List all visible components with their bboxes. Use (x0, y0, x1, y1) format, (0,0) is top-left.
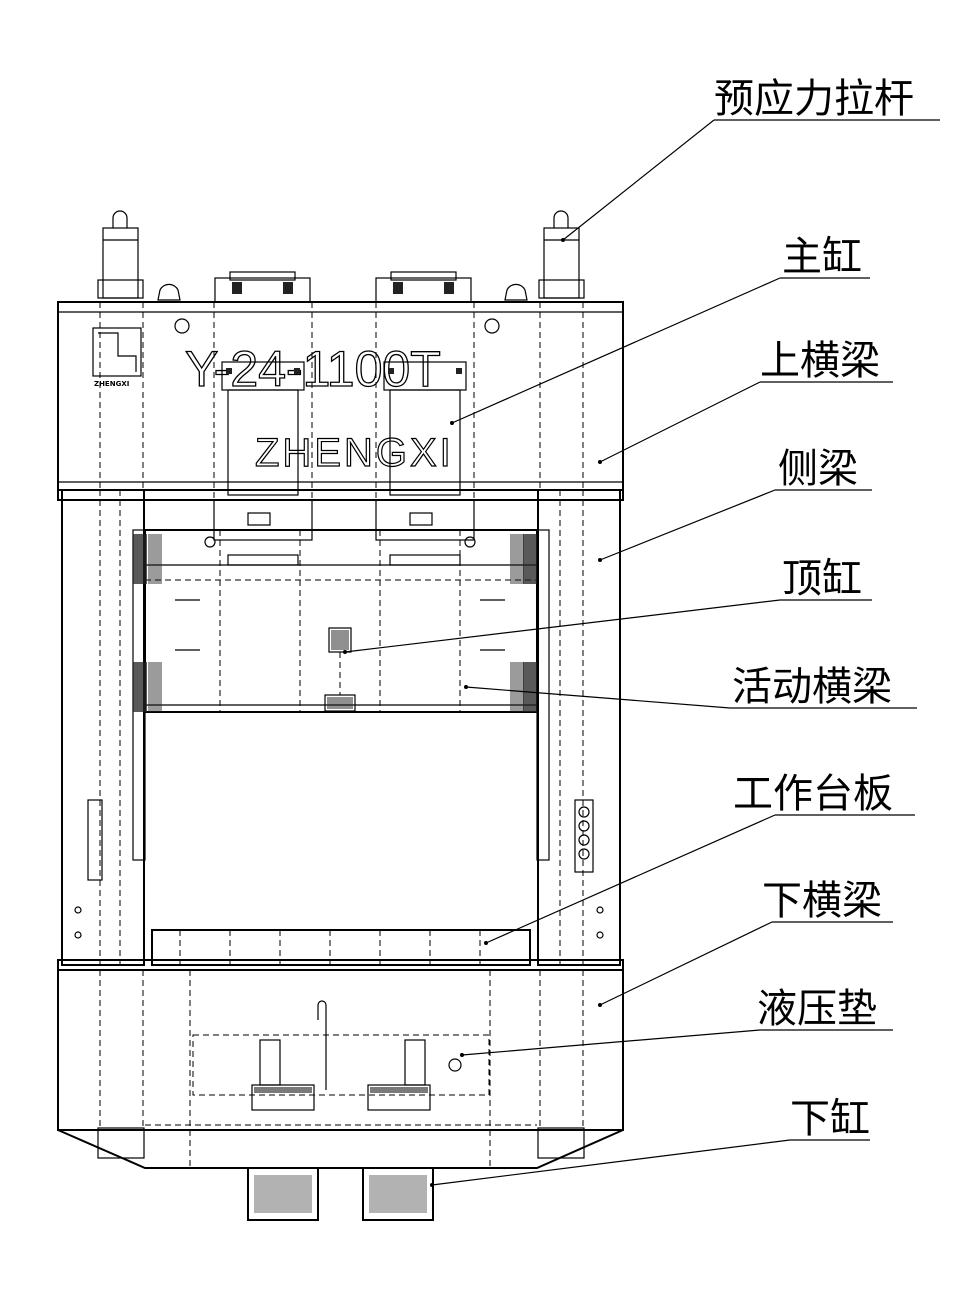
side-beam-right (537, 489, 621, 966)
lower-cylinder-left (247, 1084, 319, 1221)
brand-text: ZHENGXI (255, 431, 454, 475)
side-beam-left (61, 489, 145, 966)
tie-rod-right (538, 210, 585, 299)
leader-lines (344, 119, 940, 1186)
main-cylinder-left (213, 302, 313, 540)
lower-cylinder-right (362, 1084, 434, 1221)
svg-text:ZHENGXI: ZHENGXI (94, 380, 129, 388)
top-cylinder-body (324, 627, 356, 712)
label-moving-crossbeam: 活动横梁 (732, 664, 892, 710)
model-text: Y-24-1100T (185, 341, 441, 397)
label-main-cylinder: 主缸 (782, 234, 862, 280)
label-side-beam: 侧梁 (778, 446, 858, 492)
lower-crossbeam-body (57, 969, 624, 1169)
brand-logo: ZHENGXI (92, 327, 142, 388)
moving-crossbeam-body (133, 529, 538, 713)
tie-rod-left (97, 210, 144, 299)
label-worktable-plate: 工作台板 (733, 771, 893, 817)
label-lower-crossbeam: 下横梁 (762, 878, 882, 924)
hydraulic-cushion-body (192, 1000, 490, 1096)
label-hydraulic-cushion: 液压垫 (757, 986, 877, 1032)
label-lower-cylinder: 下缸 (790, 1096, 870, 1142)
label-prestressed-tie-rod: 预应力拉杆 (714, 76, 914, 122)
main-cylinder-right (375, 302, 475, 540)
main-cylinder-left-cap (214, 271, 311, 303)
label-upper-crossbeam: 上横梁 (760, 338, 880, 384)
worktable-plate-body (151, 929, 531, 966)
main-cylinder-right-cap (375, 271, 472, 303)
label-top-cylinder: 顶缸 (782, 556, 862, 602)
